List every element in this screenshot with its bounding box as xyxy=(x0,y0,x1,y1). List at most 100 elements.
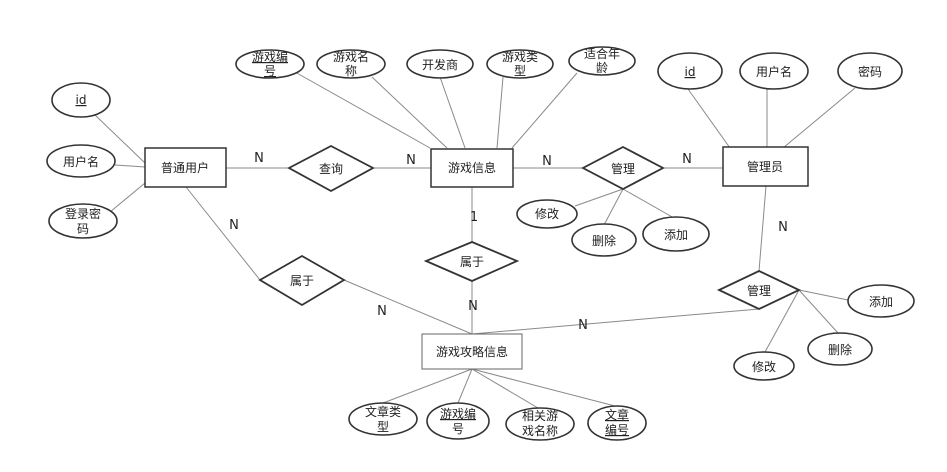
card-user-belong: N xyxy=(229,218,239,233)
attr-game-name-label-2: 称 xyxy=(345,64,357,78)
line-admin-manage2 xyxy=(758,185,767,272)
line-manage-add xyxy=(622,188,675,219)
attr-game-no-label-1: 游戏编 xyxy=(252,49,288,64)
attr-edit-game: 修改 xyxy=(516,199,578,229)
card-game-query: N xyxy=(406,153,416,168)
attr-admin-password-label: 密码 xyxy=(858,64,882,79)
attr-game-name-label-1: 游戏名 xyxy=(333,49,369,64)
entity-game-info-label: 游戏信息 xyxy=(448,160,496,175)
attr-login-password-label-2: 码 xyxy=(77,222,89,236)
attr-article-no-label-2: 编号 xyxy=(605,422,629,437)
relationship-belongs-user-label: 属于 xyxy=(290,274,314,288)
attr-developer: 开发商 xyxy=(406,49,474,79)
connector-lines xyxy=(94,71,856,409)
relationship-belongs-game: 属于 xyxy=(423,241,520,282)
relationship-query: 查询 xyxy=(287,144,375,193)
attr-article-type: 文章类 型 xyxy=(348,402,418,436)
attr-game-type-label-1: 游戏类 xyxy=(502,50,538,64)
attr-suitable-age: 适合年 龄 xyxy=(568,46,636,76)
attr-admin-name: 用户名 xyxy=(739,52,809,90)
entity-strategy-info-label: 游戏攻略信息 xyxy=(436,344,508,359)
attr-game-no-label-2: 号 xyxy=(264,64,276,78)
attr-game-type: 游戏类 型 xyxy=(486,49,554,79)
attr-login-password: 登录密 码 xyxy=(48,203,118,239)
line-sgame-no xyxy=(457,368,473,404)
attr-login-password-label-1: 登录密 xyxy=(65,206,101,221)
relationship-manage-strategy: 管理 xyxy=(716,270,802,310)
attr-delete-strategy-label: 删除 xyxy=(828,342,852,357)
card-game-belong: 1 xyxy=(470,210,478,225)
attr-edit-strategy-label: 修改 xyxy=(752,359,776,374)
entity-ordinary-user-label: 普通用户 xyxy=(161,160,209,175)
line-age xyxy=(511,72,578,149)
line-admin-id xyxy=(687,88,731,149)
relationship-query-label: 查询 xyxy=(319,162,343,176)
line-game-no xyxy=(294,71,431,149)
relationship-belongs-game-label: 属于 xyxy=(460,255,484,269)
attr-developer-label: 开发商 xyxy=(422,57,458,72)
attr-game-type-label-2: 型 xyxy=(514,64,526,78)
attr-edit-strategy: 修改 xyxy=(733,351,795,381)
attr-add-game: 添加 xyxy=(642,216,710,252)
line-manage-delete xyxy=(603,188,624,226)
line-belong-strategy xyxy=(343,279,473,335)
attr-related-game-name: 相关游 戏名称 xyxy=(505,407,575,441)
card-game-manage: N xyxy=(542,154,552,169)
entity-game-info: 游戏信息 xyxy=(430,148,514,188)
line-manage2-edit xyxy=(764,289,800,353)
line-game-type xyxy=(496,76,504,149)
line-manage-edit xyxy=(574,188,624,207)
line-admin-pwd xyxy=(782,87,856,149)
attr-strategy-game-no-label-2: 号 xyxy=(452,422,464,436)
attr-delete-strategy: 删除 xyxy=(807,332,873,366)
attr-edit-game-label: 修改 xyxy=(535,206,559,221)
line-manage2-add xyxy=(798,289,849,301)
attr-article-type-label-1: 文章类 xyxy=(365,404,401,419)
attr-admin-id-label: id xyxy=(685,65,696,79)
relationship-belongs-user: 属于 xyxy=(258,254,346,307)
line-user-belong xyxy=(185,186,261,281)
line-article-no xyxy=(471,368,616,407)
attr-article-no: 文章 编号 xyxy=(587,405,647,441)
entity-admin: 管理员 xyxy=(722,146,809,187)
attr-game-no: 游戏编 号 xyxy=(235,49,305,79)
attr-user-name: 用户名 xyxy=(46,144,116,178)
entity-ordinary-user: 普通用户 xyxy=(144,147,227,188)
line-game-name xyxy=(371,76,448,149)
attr-related-game-name-label-2: 戏名称 xyxy=(522,423,558,438)
card-strategy-belong-game: N xyxy=(468,299,478,314)
cardinality-labels: N N N N N N 1 N N N xyxy=(229,151,788,333)
entity-strategy-info: 游戏攻略信息 xyxy=(421,333,523,370)
attr-article-type-label-2: 型 xyxy=(377,420,389,434)
line-article-type xyxy=(382,368,473,404)
attr-user-name-label: 用户名 xyxy=(63,154,99,169)
attr-delete-game: 删除 xyxy=(571,223,637,257)
attr-strategy-game-no-label-1: 游戏编 xyxy=(440,406,476,421)
attr-article-no-label-1: 文章 xyxy=(605,407,629,422)
card-user-query: N xyxy=(254,151,264,166)
card-strategy-belong-user: N xyxy=(377,304,387,319)
card-strategy-manage: N xyxy=(578,318,588,333)
line-developer xyxy=(439,76,466,149)
attr-user-id: id xyxy=(51,82,111,118)
attr-suitable-age-label-1: 适合年 xyxy=(584,46,620,61)
card-admin-manage-strategy: N xyxy=(778,220,788,235)
attr-strategy-game-no: 游戏编 号 xyxy=(426,402,490,440)
relationship-manage-strategy-label: 管理 xyxy=(747,283,771,298)
line-user-id xyxy=(94,114,146,164)
attr-add-strategy: 添加 xyxy=(847,284,915,318)
attr-delete-game-label: 删除 xyxy=(592,233,616,248)
attr-add-strategy-label: 添加 xyxy=(869,295,893,309)
attr-admin-id: id xyxy=(657,52,723,90)
attr-user-id-label: id xyxy=(76,93,87,107)
relationship-manage-game-label: 管理 xyxy=(611,161,635,176)
line-user-name xyxy=(114,164,146,168)
attr-game-name: 游戏名 称 xyxy=(316,49,386,79)
entity-admin-label: 管理员 xyxy=(747,159,783,174)
attr-related-game-name-label-1: 相关游 xyxy=(522,409,558,423)
line-manage2-strategy xyxy=(471,308,760,335)
card-admin-manage: N xyxy=(682,152,692,167)
attr-suitable-age-label-2: 龄 xyxy=(596,61,608,75)
relationship-manage-game: 管理 xyxy=(581,145,665,191)
